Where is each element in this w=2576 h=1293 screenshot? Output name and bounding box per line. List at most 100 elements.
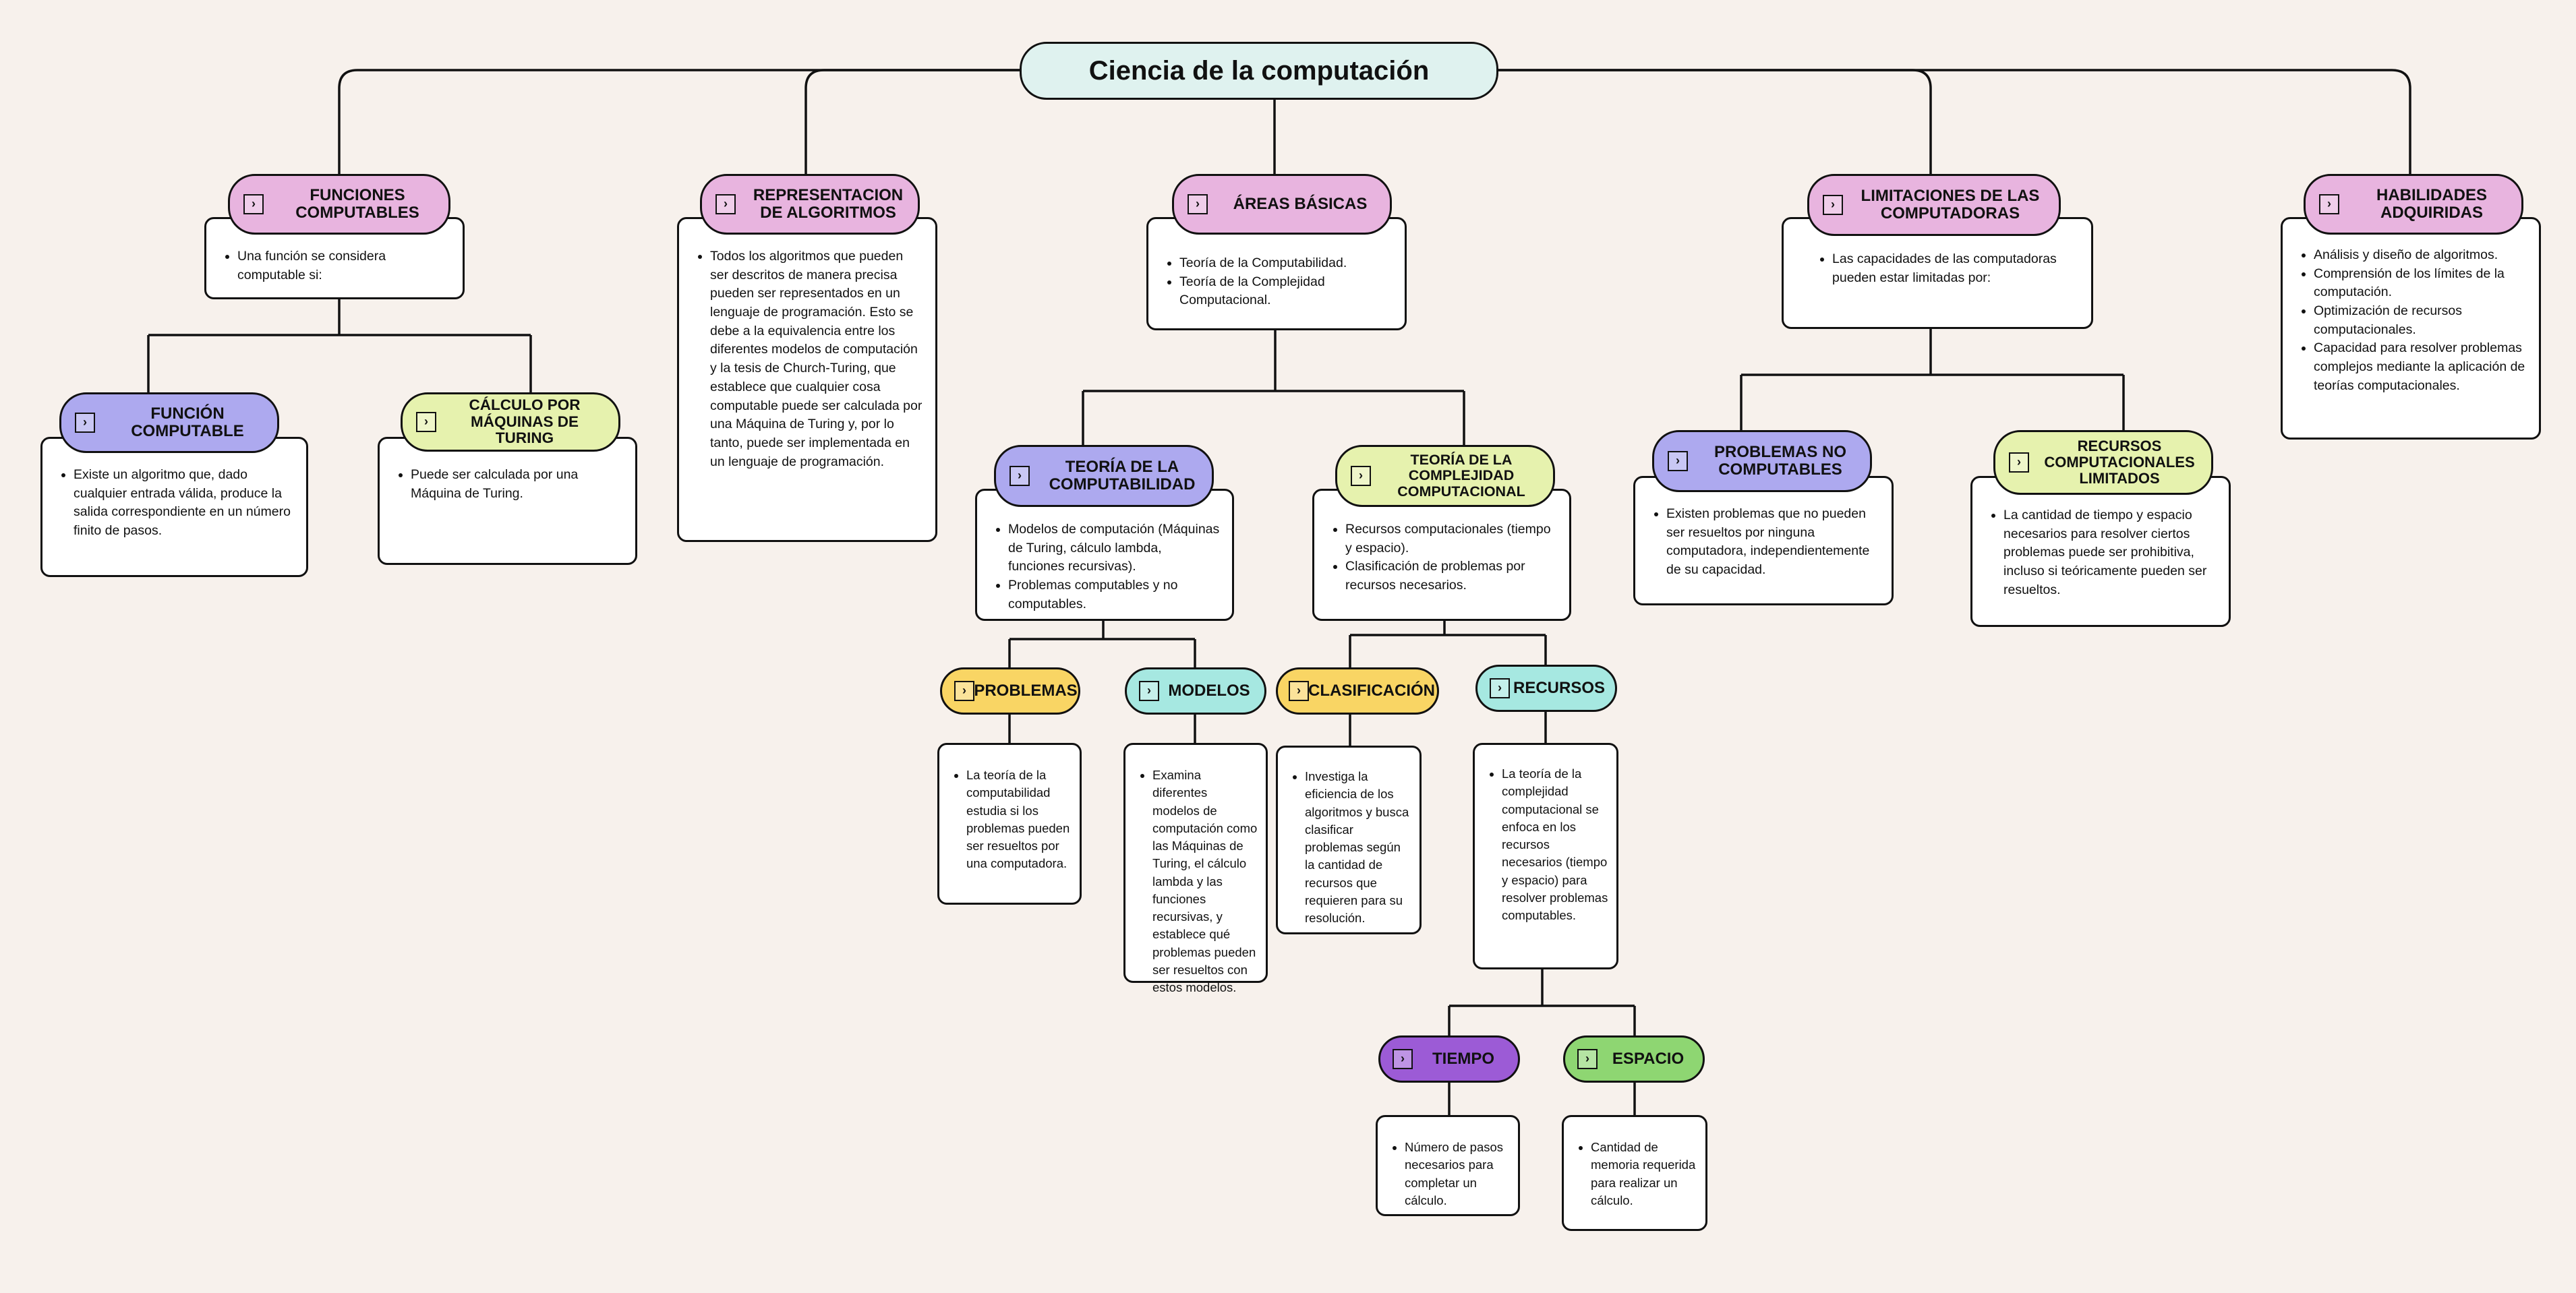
habilidades-item: Capacidad para resolver problemas comple… (2314, 339, 2527, 395)
chevron-right-icon[interactable]: › (243, 194, 264, 214)
connector-recursos-children (1448, 967, 1636, 1037)
chevron-right-icon[interactable]: › (1393, 1049, 1413, 1069)
chevron-right-icon[interactable]: › (1577, 1049, 1598, 1069)
connector-computabilidad-children (1008, 619, 1196, 669)
problemas-no-computables-box: Existen problemas que no pueden ser resu… (1633, 476, 1894, 605)
clasificacion-node[interactable]: › CLASIFICACIÓN (1276, 667, 1439, 715)
chevron-right-icon[interactable]: › (954, 681, 974, 701)
funcion-computable-label: FUNCIÓN COMPUTABLE (131, 404, 244, 440)
habilidades-item: Comprensión de los límites de la computa… (2314, 265, 2527, 302)
clasificacion-item: Investiga la eficiencia de los algoritmo… (1305, 768, 1411, 927)
areas-item: Teoría de la Computabilidad. (1179, 254, 1393, 273)
areas-box: Teoría de la Computabilidad. Teoría de l… (1146, 217, 1407, 330)
habilidades-item: Análisis y diseño de algoritmos. (2314, 246, 2527, 265)
recursos-limitados-label: RECURSOS COMPUTACIONALES LIMITADOS (2044, 437, 2195, 487)
connector-areas-theories (1082, 329, 1465, 446)
tiempo-label: TIEMPO (1432, 1049, 1494, 1068)
connector-complejidad-children (1349, 619, 1547, 669)
connector-root-limitaciones (1498, 69, 1932, 177)
espacio-box: Cantidad de memoria requerida para reali… (1562, 1115, 1707, 1231)
root-title[interactable]: Ciencia de la computación (1020, 42, 1498, 100)
areas-item: Teoría de la Complejidad Computacional. (1179, 273, 1393, 310)
problemas-node[interactable]: › PROBLEMAS (940, 667, 1080, 715)
connector-funciones-children (147, 297, 532, 394)
funcion-computable-node[interactable]: › FUNCIÓN COMPUTABLE (59, 392, 279, 453)
limitaciones-label: LIMITACIONES DE LAS COMPUTADORAS (1861, 186, 2040, 222)
problemas-box: La teoría de la computabilidad estudia s… (937, 743, 1082, 905)
chevron-right-icon[interactable]: › (416, 412, 436, 432)
calculo-turing-label: CÁLCULO POR MÁQUINAS DE TURING (469, 396, 581, 447)
habilidades-item: Optimización de recursos computacionales… (2314, 302, 2527, 339)
modelos-box: Examina diferentes modelos de computació… (1123, 743, 1268, 994)
teoria-computabilidad-label: TEORÍA DE LA COMPUTABILIDAD (1049, 457, 1196, 493)
chevron-right-icon[interactable]: › (1668, 451, 1688, 471)
teoria-complejidad-box: Recursos computacionales (tiempo y espac… (1312, 489, 1571, 621)
teoria-computabilidad-item: Modelos de computación (Máquinas de Turi… (1008, 520, 1220, 576)
areas-node[interactable]: › ÁREAS BÁSICAS (1172, 174, 1392, 235)
problemas-label: PROBLEMAS (974, 681, 1078, 700)
recursos-limitados-node[interactable]: › RECURSOS COMPUTACIONALES LIMITADOS (1993, 430, 2213, 495)
chevron-right-icon[interactable]: › (1823, 195, 1843, 215)
modelos-label: MODELOS (1168, 681, 1250, 700)
chevron-right-icon[interactable]: › (1188, 194, 1208, 214)
chevron-right-icon[interactable]: › (1351, 466, 1371, 486)
representacion-item: Todos los algoritmos que pueden ser desc… (710, 247, 923, 471)
chevron-right-icon[interactable]: › (75, 413, 95, 433)
funciones-node[interactable]: › FUNCIONES COMPUTABLES (228, 174, 450, 235)
habilidades-box: Análisis y diseño de algoritmos. Compren… (2281, 217, 2541, 440)
funcion-computable-box: Existe un algoritmo que, dado cualquier … (40, 437, 308, 577)
representacion-box: Todos los algoritmos que pueden ser desc… (677, 217, 937, 542)
limitaciones-item: Las capacidades de las computadoras pued… (1832, 250, 2071, 287)
recursos-limitados-box: La cantidad de tiempo y espacio necesari… (1970, 476, 2231, 627)
limitaciones-node[interactable]: › LIMITACIONES DE LAS COMPUTADORAS (1807, 174, 2061, 236)
modelos-node[interactable]: › MODELOS (1125, 667, 1266, 715)
teoria-complejidad-node[interactable]: › TEORÍA DE LA COMPLEJIDAD COMPUTACIONAL (1335, 445, 1555, 507)
funciones-label: FUNCIONES COMPUTABLES (295, 185, 419, 222)
espacio-node[interactable]: › ESPACIO (1563, 1035, 1705, 1083)
habilidades-label: HABILIDADES ADQUIRIDAS (2376, 185, 2487, 222)
chevron-right-icon[interactable]: › (2319, 194, 2339, 214)
connector-root-habilidades (1498, 69, 2411, 177)
calculo-turing-box: Puede ser calculada por una Máquina de T… (378, 437, 637, 565)
root-title-text: Ciencia de la computación (1088, 55, 1430, 86)
problemas-no-computables-node[interactable]: › PROBLEMAS NO COMPUTABLES (1652, 430, 1872, 492)
chevron-right-icon[interactable]: › (715, 194, 736, 214)
calculo-turing-item: Puede ser calculada por una Máquina de T… (411, 466, 623, 503)
funcion-computable-item: Existe un algoritmo que, dado cualquier … (74, 466, 294, 541)
teoria-complejidad-item: Clasificación de problemas por recursos … (1345, 558, 1557, 595)
representacion-node[interactable]: › REPRESENTACION DE ALGORITMOS (700, 174, 920, 235)
teoria-complejidad-label: TEORÍA DE LA COMPLEJIDAD COMPUTACIONAL (1397, 451, 1525, 500)
teoria-computabilidad-node[interactable]: › TEORÍA DE LA COMPUTABILIDAD (994, 445, 1214, 507)
recursos-node[interactable]: › RECURSOS (1475, 665, 1617, 712)
connector-root-representacion (804, 69, 1020, 177)
calculo-turing-node[interactable]: › CÁLCULO POR MÁQUINAS DE TURING (401, 392, 620, 452)
tiempo-item: Número de pasos necesarios para completa… (1405, 1139, 1510, 1209)
representacion-label: REPRESENTACION DE ALGORITMOS (753, 185, 904, 222)
recursos-limitados-item: La cantidad de tiempo y espacio necesari… (2003, 506, 2217, 599)
clasificacion-label: CLASIFICACIÓN (1308, 681, 1435, 700)
areas-label: ÁREAS BÁSICAS (1233, 194, 1368, 213)
recursos-box: La teoría de la complejidad computaciona… (1473, 743, 1618, 969)
connector-root-funciones (338, 69, 1020, 177)
espacio-item: Cantidad de memoria requerida para reali… (1591, 1139, 1697, 1209)
habilidades-node[interactable]: › HABILIDADES ADQUIRIDAS (2304, 174, 2523, 235)
teoria-computabilidad-item: Problemas computables y no computables. (1008, 576, 1220, 613)
teoria-computabilidad-box: Modelos de computación (Máquinas de Turi… (975, 489, 1234, 621)
clasificacion-box: Investiga la eficiencia de los algoritmo… (1276, 746, 1422, 934)
problemas-item: La teoría de la computabilidad estudia s… (966, 766, 1072, 873)
chevron-right-icon[interactable]: › (1490, 678, 1510, 698)
problemas-no-computables-label: PROBLEMAS NO COMPUTABLES (1714, 442, 1846, 479)
chevron-right-icon[interactable]: › (1009, 466, 1030, 486)
problemas-no-computables-item: Existen problemas que no pueden ser resu… (1666, 505, 1879, 580)
teoria-complejidad-item: Recursos computacionales (tiempo y espac… (1345, 520, 1557, 558)
recursos-item: La teoría de la complejidad computaciona… (1502, 765, 1608, 924)
chevron-right-icon[interactable]: › (2009, 452, 2029, 473)
funciones-item: Una función se considera computable si: (237, 247, 450, 284)
modelos-item: Examina diferentes modelos de computació… (1152, 766, 1258, 996)
recursos-label: RECURSOS (1513, 678, 1606, 697)
chevron-right-icon[interactable]: › (1139, 681, 1159, 701)
chevron-right-icon[interactable]: › (1289, 681, 1309, 701)
tiempo-node[interactable]: › TIEMPO (1378, 1035, 1520, 1083)
tiempo-box: Número de pasos necesarios para completa… (1376, 1115, 1520, 1216)
